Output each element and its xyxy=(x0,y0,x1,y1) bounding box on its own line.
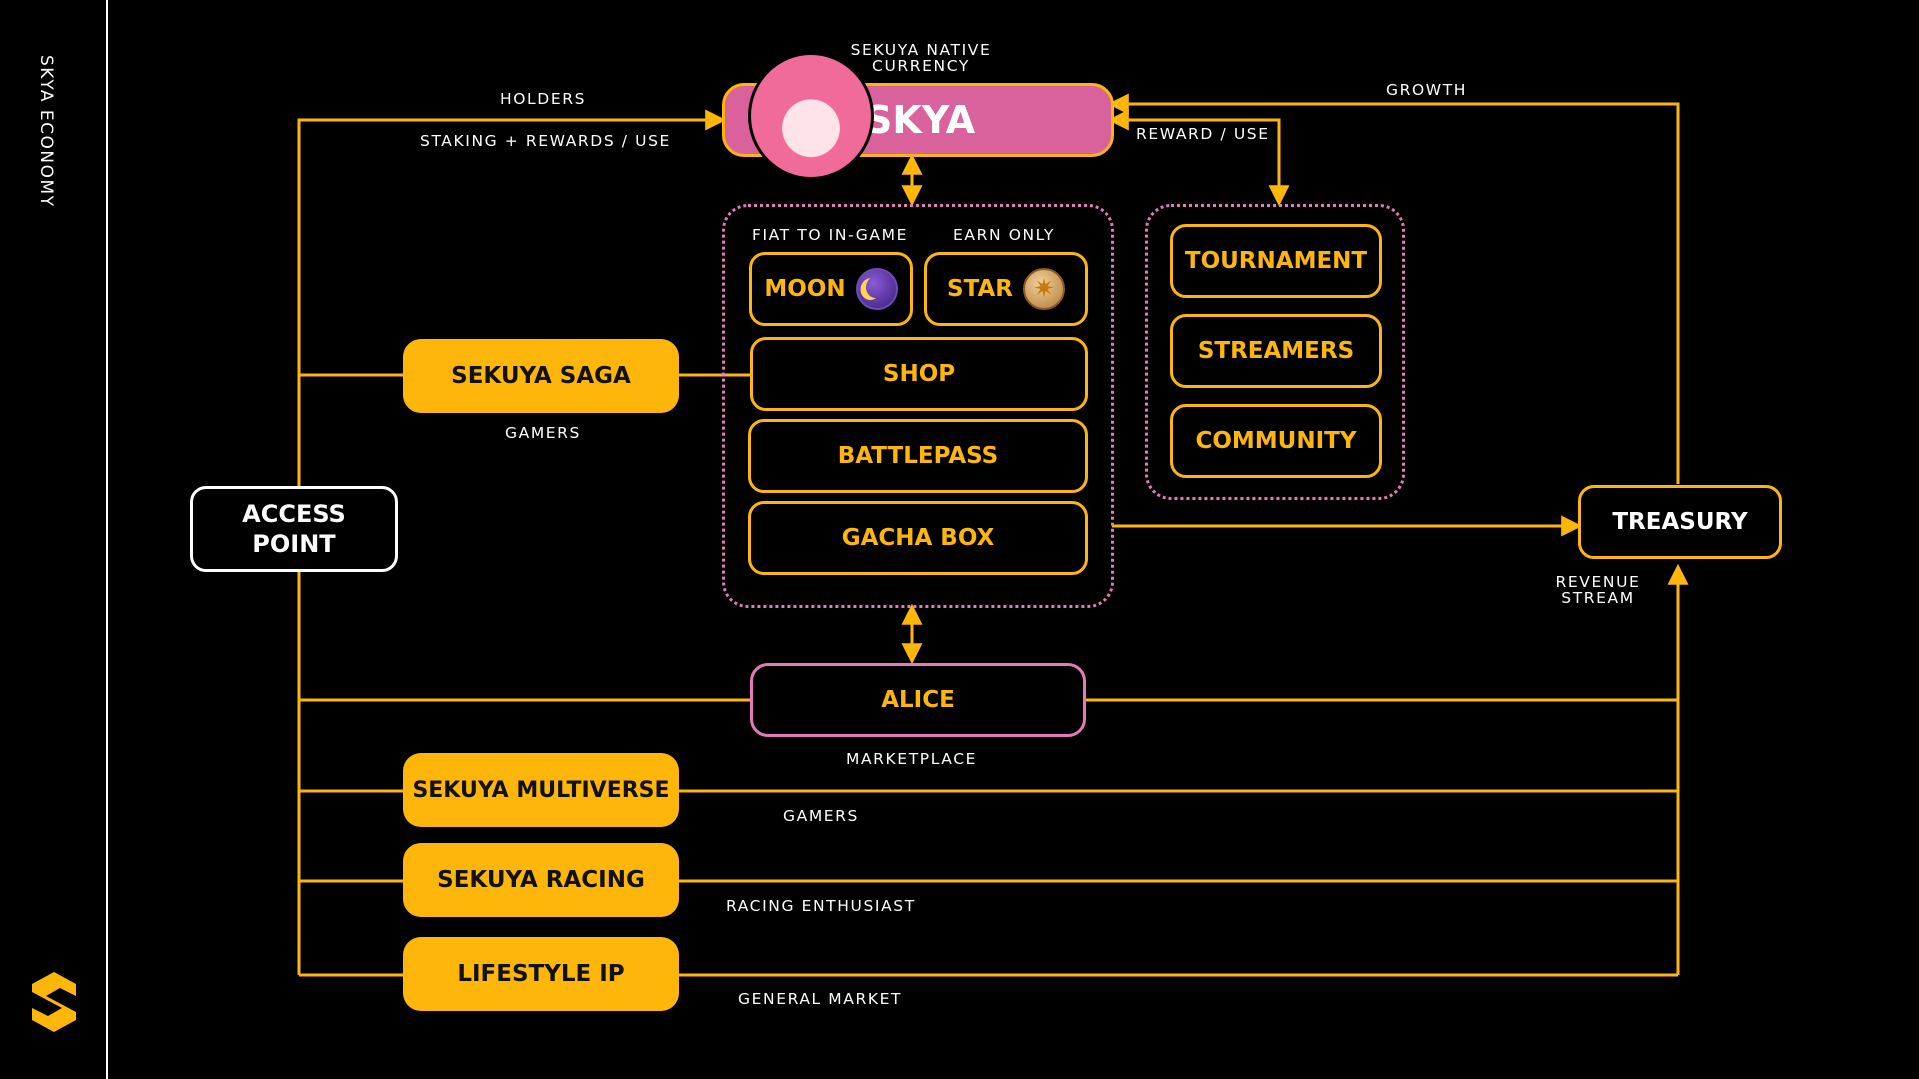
access-point-node[interactable]: ACCESS POINT xyxy=(190,486,398,572)
in-game-group xyxy=(722,204,1114,608)
sekuya-multiverse-label: SEKUYA MULTIVERSE xyxy=(412,777,670,803)
shop-node[interactable]: SHOP xyxy=(750,337,1088,411)
lifestyle-ip-label: LIFESTYLE IP xyxy=(457,961,625,987)
shop-label: SHOP xyxy=(882,361,956,387)
earn-only-label: EARN ONLY xyxy=(953,226,1055,244)
moon-coin-icon xyxy=(855,268,898,310)
sekuya-multiverse-node[interactable]: SEKUYA MULTIVERSE xyxy=(403,753,679,827)
tournament-node[interactable]: TOURNAMENT xyxy=(1170,224,1382,298)
holders-label: HOLDERS xyxy=(500,90,587,108)
sekuya-racing-label: SEKUYA RACING xyxy=(437,867,645,893)
sekuya-logo-icon xyxy=(32,972,76,1032)
gacha-box-node[interactable]: GACHA BOX xyxy=(748,501,1088,575)
fiat-to-ingame-label: FIAT TO IN-GAME xyxy=(752,226,908,244)
rewards-group xyxy=(1145,204,1405,500)
star-label: STAR xyxy=(947,276,1013,302)
star-currency[interactable]: STAR ✷ xyxy=(924,252,1088,326)
sidebar-title: SKYA ECONOMY xyxy=(36,55,56,208)
battlepass-node[interactable]: BATTLEPASS xyxy=(748,419,1088,493)
staking-label: STAKING + REWARDS / USE xyxy=(420,132,671,150)
revenue-stream-label: REVENUE STREAM xyxy=(1555,573,1641,607)
sekuya-racing-node[interactable]: SEKUYA RACING xyxy=(403,843,679,917)
community-label: COMMUNITY xyxy=(1195,428,1357,454)
access-point-label: ACCESS POINT xyxy=(242,500,346,558)
moon-label: MOON xyxy=(764,276,846,302)
alice-label: ALICE xyxy=(881,687,955,713)
streamers-node[interactable]: STREAMERS xyxy=(1170,314,1382,388)
gacha-box-label: GACHA BOX xyxy=(841,525,995,551)
treasury-node[interactable]: TREASURY xyxy=(1578,485,1782,559)
native-currency-label: SEKUYA NATIVE CURRENCY xyxy=(850,41,992,75)
reward-use-label: REWARD / USE xyxy=(1136,125,1270,143)
alice-node[interactable]: ALICE xyxy=(750,663,1086,737)
marketplace-label: MARKETPLACE xyxy=(846,750,978,768)
community-node[interactable]: COMMUNITY xyxy=(1170,404,1382,478)
tournament-label: TOURNAMENT xyxy=(1184,248,1368,274)
sidebar: SKYA ECONOMY xyxy=(0,0,108,1079)
moon-currency[interactable]: MOON xyxy=(749,252,913,326)
racing-enthusiast-label: RACING ENTHUSIAST xyxy=(726,897,916,915)
battlepass-label: BATTLEPASS xyxy=(837,443,999,469)
skya-label: SKYA xyxy=(865,98,976,142)
lifestyle-ip-node[interactable]: LIFESTYLE IP xyxy=(403,937,679,1011)
anime-avatar-icon xyxy=(748,52,874,180)
growth-label: GROWTH xyxy=(1386,81,1468,99)
treasury-label: TREASURY xyxy=(1612,509,1748,535)
multiverse-gamers-label: GAMERS xyxy=(783,807,859,825)
sekuya-saga-node[interactable]: SEKUYA SAGA xyxy=(403,339,679,413)
sekuya-saga-label: SEKUYA SAGA xyxy=(451,363,631,389)
general-market-label: GENERAL MARKET xyxy=(738,990,903,1008)
streamers-label: STREAMERS xyxy=(1197,338,1355,364)
saga-gamers-label: GAMERS xyxy=(505,424,581,442)
star-coin-icon: ✷ xyxy=(1022,268,1065,310)
